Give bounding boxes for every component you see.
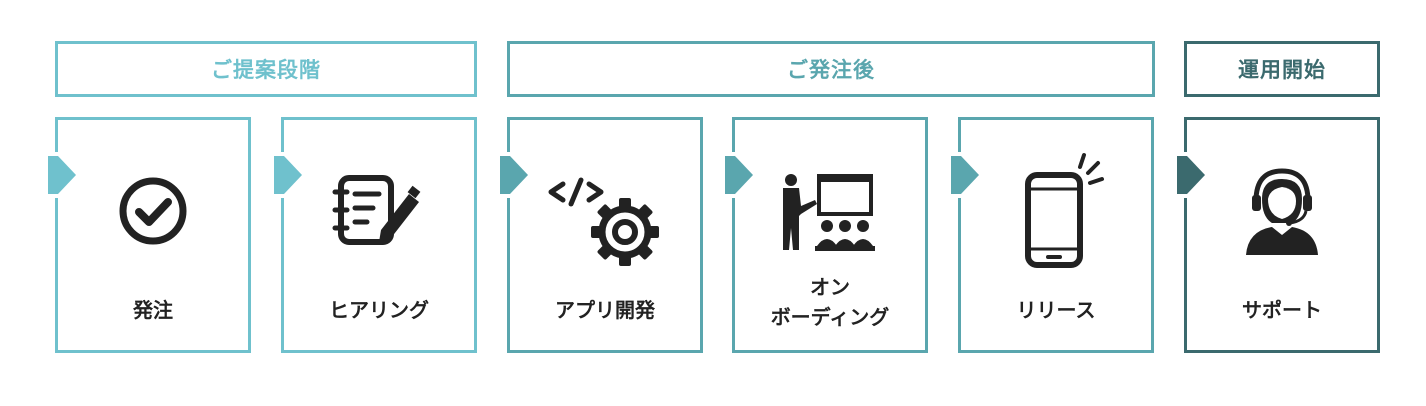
step-order: 発注 xyxy=(55,117,251,353)
step-support-label: サポート xyxy=(1242,298,1322,322)
phase-after-order-label: ご発注後 xyxy=(787,58,875,82)
step-arrow-3 xyxy=(498,152,534,198)
smartphone-notification-icon xyxy=(991,146,1121,276)
step-hearing-label: ヒアリング xyxy=(329,298,429,322)
phase-proposal: ご提案段階 xyxy=(55,41,477,97)
step-arrow-4 xyxy=(723,152,759,198)
step-onboarding: オン ボーディング xyxy=(732,117,928,353)
notepad-pen-icon xyxy=(314,146,444,276)
phase-proposal-label: ご提案段階 xyxy=(211,58,321,82)
step-hearing: ヒアリング xyxy=(281,117,477,353)
phase-operation-label: 運用開始 xyxy=(1238,58,1326,82)
step-onboarding-label: オン ボーディング xyxy=(770,275,890,329)
step-support: サポート xyxy=(1184,117,1380,353)
code-gear-icon xyxy=(540,146,670,276)
step-release: リリース xyxy=(958,117,1154,353)
step-app-development: アプリ開発 xyxy=(507,117,703,353)
step-arrow-5 xyxy=(949,152,985,198)
checkmark-circle-icon xyxy=(88,146,218,276)
step-arrow-6 xyxy=(1175,152,1211,198)
phase-after-order: ご発注後 xyxy=(507,41,1155,97)
step-arrow-2 xyxy=(272,152,308,198)
phase-operation: 運用開始 xyxy=(1184,41,1380,97)
step-app-development-label: アプリ開発 xyxy=(555,298,655,322)
headset-operator-icon xyxy=(1217,146,1347,276)
presentation-audience-icon xyxy=(765,146,895,276)
step-release-label: リリース xyxy=(1016,298,1096,322)
step-arrow-1 xyxy=(46,152,82,198)
step-order-label: 発注 xyxy=(133,298,173,322)
